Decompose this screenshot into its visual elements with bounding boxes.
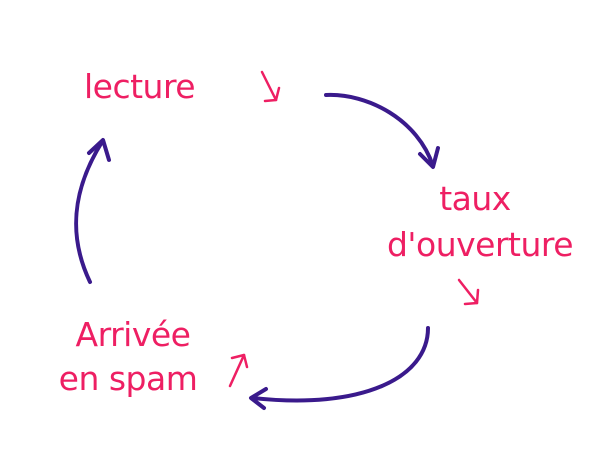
lecture-down-arrow-icon bbox=[260, 70, 281, 103]
node-arrivee-spam-line: en spam bbox=[59, 359, 198, 398]
trend-marks bbox=[228, 70, 480, 388]
node-taux-ouverture-line: d'ouverture bbox=[387, 225, 573, 264]
node-taux-ouverture-line: taux bbox=[439, 179, 511, 218]
node-labels: lecture taux d'ouverture Arrivée en spam bbox=[59, 67, 574, 398]
arrow-head bbox=[418, 146, 440, 169]
edge-lecture-to-taux-ouverture bbox=[324, 92, 440, 169]
arrow-curve bbox=[324, 92, 435, 168]
arrow-head bbox=[249, 387, 268, 410]
arrow-curve bbox=[251, 326, 430, 403]
arrivee-spam-up-arrow-icon bbox=[228, 353, 249, 388]
node-lecture: lecture bbox=[84, 67, 195, 106]
taux-ouverture-down-arrow-icon bbox=[457, 278, 480, 306]
cycle-arrows bbox=[74, 92, 440, 410]
edge-arrivee-spam-to-lecture bbox=[74, 138, 111, 284]
node-taux-ouverture: taux d'ouverture bbox=[387, 179, 573, 264]
arrow-curve bbox=[74, 140, 104, 284]
arrow-head bbox=[87, 138, 111, 162]
node-arrivee-spam-line: Arrivée bbox=[76, 315, 191, 354]
edge-taux-ouverture-to-arrivee-spam bbox=[249, 326, 430, 410]
node-arrivee-spam: Arrivée en spam bbox=[59, 315, 201, 398]
node-lecture-line: lecture bbox=[84, 67, 195, 106]
